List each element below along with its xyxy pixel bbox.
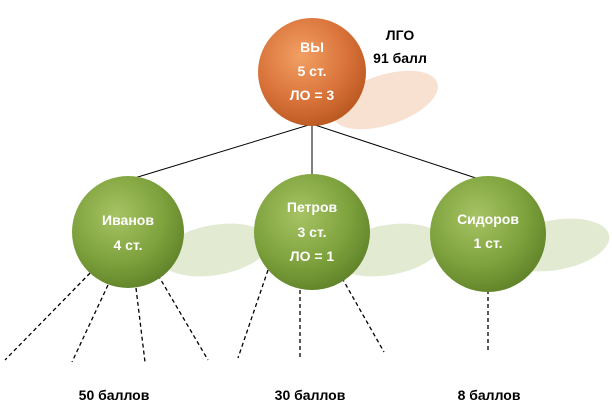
root-node: ВЫ 5 ст. ЛО = 3 bbox=[258, 18, 366, 126]
child-node-petrov: Петров 3 ст. ЛО = 1 bbox=[254, 174, 370, 290]
root-node-line: 5 ст. bbox=[298, 63, 327, 79]
child-node-line: 1 ст. bbox=[474, 235, 503, 251]
downlines-ivanov bbox=[4, 267, 209, 363]
root-side-label: ЛГО bbox=[386, 27, 415, 43]
child-node-ivanov: Иванов 4 ст. bbox=[72, 176, 184, 288]
branch-total-label: 50 баллов bbox=[79, 387, 150, 403]
child-node-shadow bbox=[160, 223, 270, 277]
branch-total-label: 30 баллов bbox=[275, 387, 346, 403]
child-node-line: 3 ст. bbox=[298, 224, 327, 240]
connector-line bbox=[311, 123, 489, 183]
child-node-line: Сидоров bbox=[457, 211, 519, 227]
branch-total-label: 8 баллов bbox=[458, 387, 521, 403]
root-side-label: 91 балл bbox=[373, 50, 427, 66]
child-node-line: Иванов bbox=[102, 212, 154, 228]
child-node-sidorov: Сидоров 1 ст. bbox=[430, 176, 546, 292]
root-node-line: ВЫ bbox=[300, 39, 324, 55]
downlines-petrov bbox=[237, 269, 385, 359]
root-node-line: ЛО = 3 bbox=[290, 87, 335, 103]
child-node-line: 4 ст. bbox=[114, 237, 143, 253]
child-node-line: ЛО = 1 bbox=[290, 248, 335, 264]
child-node-line: Петров bbox=[287, 199, 338, 215]
connector-line bbox=[127, 123, 313, 181]
